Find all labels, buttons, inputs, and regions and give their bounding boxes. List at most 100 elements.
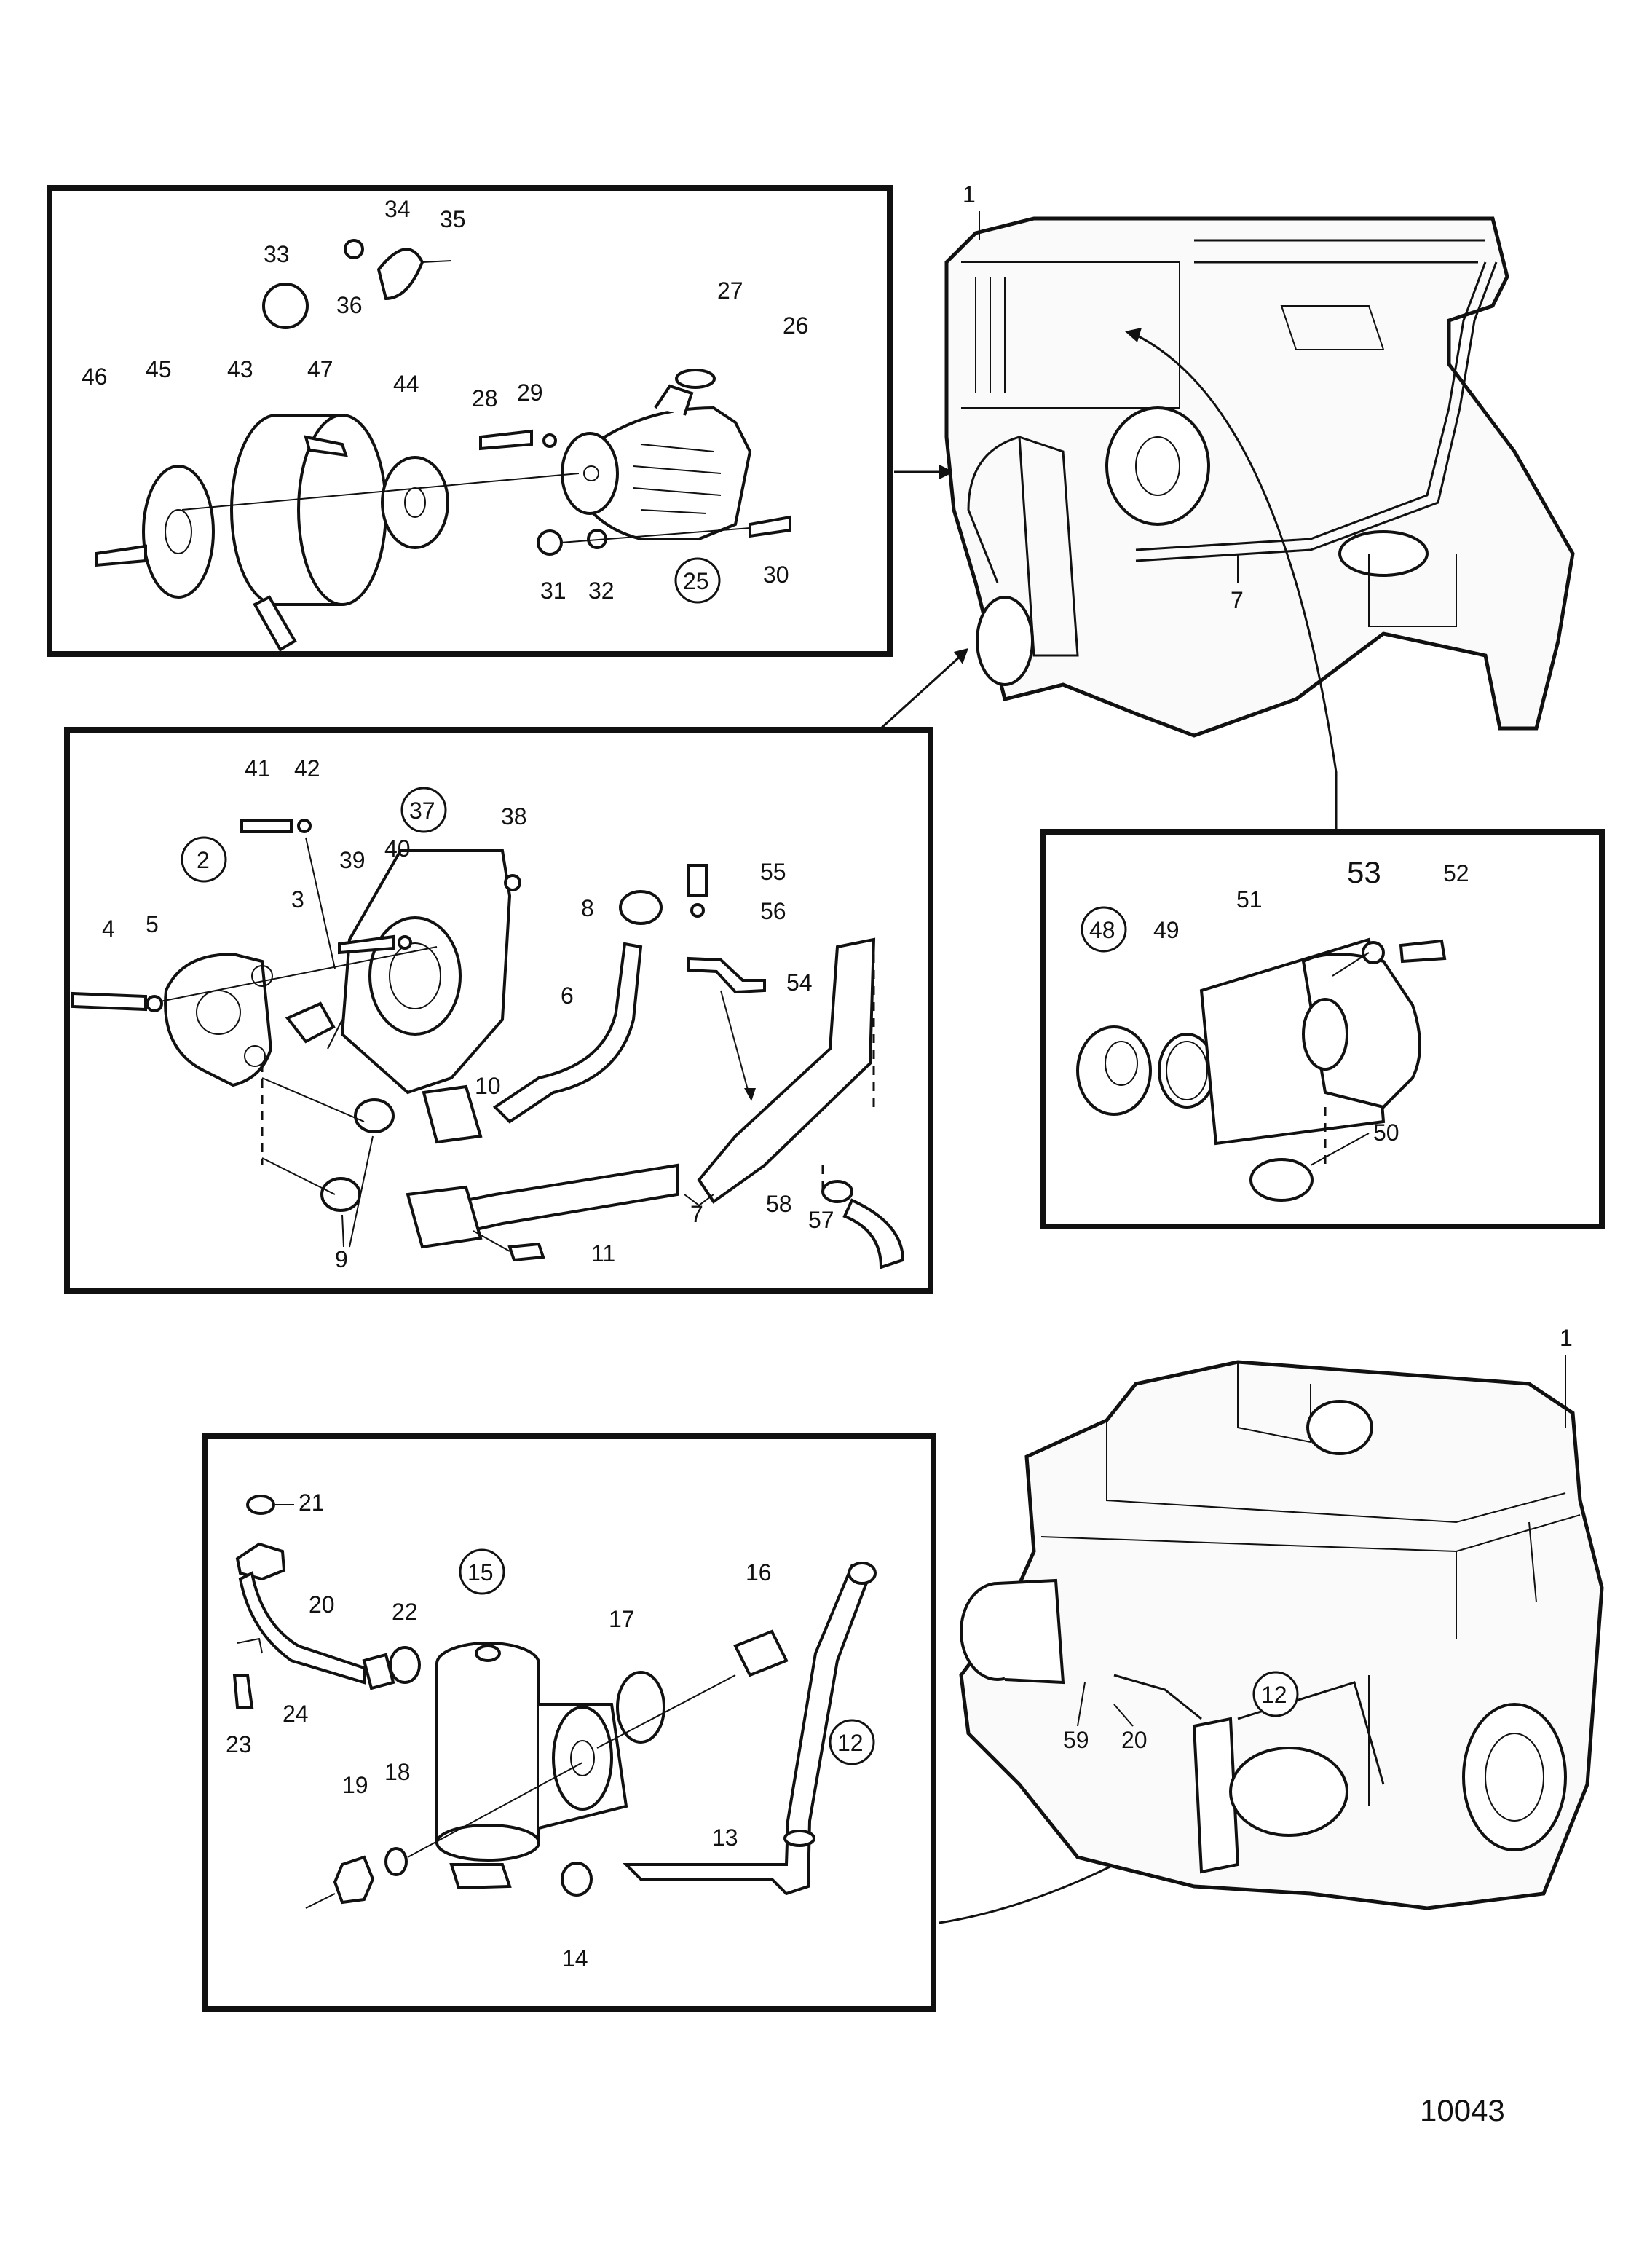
callout-34: 34: [384, 196, 411, 222]
pump-body-26: [561, 384, 752, 540]
panel-pipes-cover: 41 42 37 38 2 39 40 3 4 5 8 6 10 9 7 11 …: [64, 648, 968, 1294]
nut-36: [344, 239, 364, 259]
seal-27: [675, 369, 716, 389]
callout-1-bottom: 1: [1560, 1325, 1573, 1351]
callout-10: 10: [475, 1073, 501, 1099]
callout-11: 11: [591, 1240, 615, 1267]
nipple-16: [733, 1629, 789, 1677]
engine-top: 7 1: [944, 181, 1575, 829]
callout-25: 25: [683, 568, 709, 594]
callout-39: 39: [339, 847, 366, 873]
callout-54: 54: [786, 969, 813, 996]
callout-52: 52: [1443, 860, 1469, 886]
callout-5: 5: [146, 911, 159, 937]
callout-17: 17: [609, 1606, 635, 1632]
bolt-41: [240, 819, 293, 833]
callout-21: 21: [299, 1489, 325, 1516]
screw-35: [422, 260, 452, 263]
bracket-34: [376, 248, 424, 301]
callout-15: 15: [467, 1559, 494, 1586]
pipe-20: [238, 1571, 366, 1685]
callout-53: 53: [1347, 855, 1381, 889]
callout-29: 29: [517, 379, 543, 406]
panel-filter: 21 20 22 15 16 17 12 24 23 19 18 13 14: [202, 1433, 936, 2012]
washer-42: [297, 819, 312, 833]
callout-24: 24: [283, 1701, 309, 1727]
callout-56: 56: [760, 898, 786, 924]
hose-12: [623, 1564, 872, 1896]
callout-45: 45: [146, 356, 172, 382]
callout-18: 18: [384, 1759, 411, 1785]
filter-engine: [1192, 1717, 1240, 1874]
callout-51: 51: [1236, 886, 1263, 913]
callout-27: 27: [717, 277, 743, 304]
gasket-33: [262, 283, 309, 329]
cover-37: [327, 849, 512, 1095]
callout-7: 7: [690, 1201, 703, 1227]
gasket-17: [616, 1671, 665, 1744]
flange-10: [422, 1084, 483, 1144]
callout-12: 12: [837, 1730, 864, 1756]
callout-12-engine: 12: [1261, 1682, 1287, 1708]
washer-18: [384, 1847, 408, 1876]
callout-9: 9: [335, 1246, 348, 1272]
callout-50: 50: [1373, 1119, 1399, 1146]
callout-4: 4: [102, 916, 115, 942]
callout-58: 58: [766, 1191, 792, 1217]
pipe-7-engine: [1135, 261, 1487, 551]
callout-44: 44: [393, 371, 419, 397]
washer-40: [398, 935, 412, 950]
flange-20: [235, 1542, 286, 1581]
callout-20: 20: [309, 1591, 335, 1618]
callout-55: 55: [760, 859, 786, 885]
callout-3: 3: [291, 886, 304, 913]
bolt-28: [479, 429, 533, 451]
callout-8: 8: [581, 895, 594, 921]
alternator: [1105, 406, 1210, 526]
callout-2: 2: [197, 847, 210, 873]
callout-28: 28: [472, 385, 498, 412]
callout-43: 43: [227, 356, 253, 382]
flange-45: [142, 465, 215, 599]
callout-41: 41: [245, 755, 271, 781]
panel-thermostat: 48 49 51 53 52 50: [1040, 829, 1605, 1229]
callout-35: 35: [440, 206, 466, 232]
clamp-13: [783, 1830, 815, 1847]
callout-40: 40: [384, 835, 411, 862]
callout-19: 19: [342, 1772, 368, 1798]
bolt-55: [687, 864, 708, 897]
pipe-6: [492, 942, 643, 1124]
callout-57: 57: [808, 1207, 834, 1233]
callout-47: 47: [307, 356, 333, 382]
bolt-52: [1399, 939, 1447, 964]
callout-20-engine: 20: [1121, 1727, 1148, 1753]
nut-31: [537, 529, 563, 556]
bracket-54: [687, 956, 766, 994]
engine-bottom: 12 59 20 1: [959, 1325, 1604, 1910]
clamp-58: [821, 1180, 853, 1203]
callout-30: 30: [763, 562, 789, 588]
ring-9a: [354, 1098, 395, 1133]
housing-2: [164, 952, 273, 1087]
callout-49: 49: [1153, 917, 1180, 943]
callout-46: 46: [82, 363, 108, 390]
callout-13: 13: [712, 1824, 738, 1851]
thermostat-48: [1076, 1025, 1152, 1116]
bolt-4: [71, 991, 147, 1012]
nut-38: [504, 874, 521, 891]
callout-1-top: 1: [963, 181, 976, 208]
callout-33: 33: [264, 241, 290, 267]
bolt-39: [338, 934, 395, 955]
callout-16: 16: [746, 1559, 772, 1586]
bolt-46: [95, 544, 147, 567]
callout-7-engine: 7: [1231, 587, 1244, 613]
callout-14: 14: [562, 1945, 588, 1972]
hose-57: [842, 1198, 905, 1269]
callout-42: 42: [294, 755, 320, 781]
bolt-11: [507, 1242, 545, 1262]
ring-9b: [320, 1177, 361, 1212]
washer-56: [690, 903, 705, 918]
drawing-number: 10043: [1420, 2093, 1505, 2127]
washer-5: [146, 995, 163, 1012]
callout-59: 59: [1063, 1727, 1089, 1753]
